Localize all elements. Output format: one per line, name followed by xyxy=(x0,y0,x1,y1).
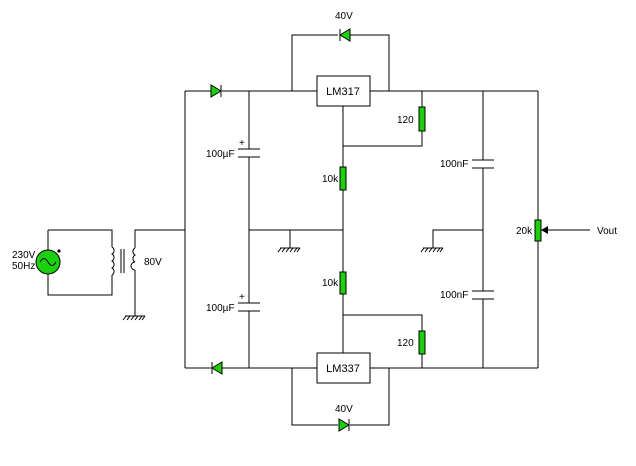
ground-mid-icon xyxy=(277,247,301,253)
output-potentiometer-label: 20k xyxy=(516,226,533,237)
wires xyxy=(47,34,590,426)
capacitor-filter-bottom-label: 100nF xyxy=(440,290,468,301)
resistor-top-pot-label: 10k xyxy=(322,174,339,185)
regulator-bottom-label: LM337 xyxy=(326,363,360,375)
transformer: 80V xyxy=(110,246,162,276)
regulator-top: LM317 xyxy=(316,75,371,107)
resistor-top-adj: 120 xyxy=(397,106,426,132)
resistor-bottom-pot-label: 10k xyxy=(322,278,339,289)
capacitor-filter-bottom: 100nF xyxy=(440,290,494,301)
diode-top-rectifier-icon xyxy=(210,84,222,98)
ac-source: 230V 50Hz xyxy=(12,249,61,275)
capacitor-bulk-bottom-label: 100µF xyxy=(206,303,235,314)
output-potentiometer: 20k xyxy=(516,219,548,242)
regulator-top-label: LM317 xyxy=(326,86,360,98)
resistor-bottom-pot: 10k xyxy=(322,271,347,295)
capacitor-bulk-top: + 100µF xyxy=(206,138,260,160)
secondary-winding-icon xyxy=(130,247,137,271)
diode-top-protect-icon: 40V xyxy=(335,11,353,42)
polarity-dot-icon xyxy=(57,249,61,253)
primary-winding-icon xyxy=(110,246,115,276)
diode-bottom-rectifier-icon xyxy=(211,361,223,375)
ground-transformer-icon xyxy=(122,315,146,321)
regulator-bottom: LM337 xyxy=(316,352,371,384)
diode-bottom-protect-label: 40V xyxy=(335,404,353,415)
resistor-top-adj-label: 120 xyxy=(397,115,414,126)
sine-wave-icon xyxy=(39,258,57,266)
capacitor-bulk-bottom-polarity: + xyxy=(239,292,245,303)
capacitor-filter-top-label: 100nF xyxy=(440,159,468,170)
source-voltage-label: 230V xyxy=(12,250,36,261)
capacitor-bulk-bottom: + 100µF xyxy=(206,292,260,314)
source-frequency-label: 50Hz xyxy=(12,261,35,272)
wiper-arrow-icon xyxy=(541,226,548,234)
capacitor-bulk-top-polarity: + xyxy=(239,138,245,149)
diode-top-protect-label: 40V xyxy=(335,11,353,22)
output-label: Vout xyxy=(597,226,617,237)
capacitor-filter-top: 100nF xyxy=(440,159,494,170)
ground-right-icon xyxy=(420,247,444,253)
resistor-bottom-adj-label: 120 xyxy=(397,338,414,349)
diode-bottom-protect-icon: 40V xyxy=(335,404,353,432)
resistor-bottom-adj: 120 xyxy=(397,330,426,355)
transformer-secondary-label: 80V xyxy=(144,257,162,268)
resistor-top-pot: 10k xyxy=(322,166,347,191)
capacitor-bulk-top-label: 100µF xyxy=(206,149,235,160)
